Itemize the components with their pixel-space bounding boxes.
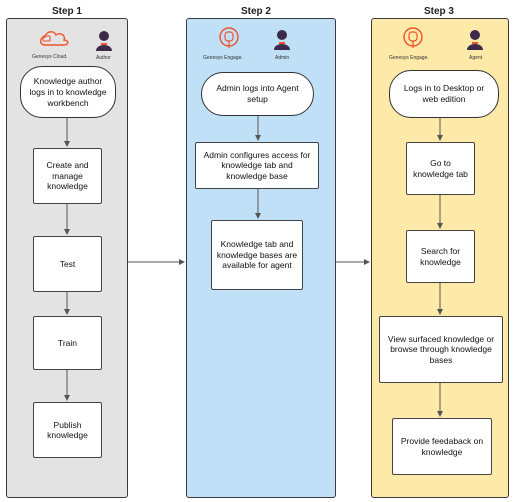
step-1-title: Step 1: [51, 6, 82, 17]
step-2-title: Step 2: [240, 6, 271, 17]
search-for-knowledge-box: Search for knowledge: [406, 230, 475, 283]
agent-avatar-icon: [467, 30, 483, 50]
knowledge-tab-available-box: Knowledge tab and knowledge bases are av…: [211, 220, 303, 290]
go-to-knowledge-tab-box: Go to knowledge tab: [406, 142, 475, 195]
author-avatar-icon: [96, 31, 112, 51]
view-surfaced-knowledge-box: View surfaced knowledge or browse throug…: [379, 316, 503, 383]
brand-label-3: Genesys Engage.: [389, 55, 429, 61]
step-3-title: Step 3: [423, 6, 454, 17]
provide-feedback-box: Provide feedaback on knowledge: [392, 418, 492, 475]
brand-label-1: Genesys Cloud.: [32, 54, 68, 60]
step-3-start-node: Logs in to Desktop or web edition: [389, 70, 499, 118]
role-label-admin: Admin: [275, 55, 290, 61]
brand-label-2: Genesys Engage.: [203, 55, 243, 61]
admin-avatar-icon: [274, 30, 290, 50]
role-label-author: Author: [96, 55, 111, 61]
genesys-engage-logo-icon: [219, 27, 239, 48]
step-2-start-node: Admin logs into Agent setup: [201, 72, 314, 116]
publish-knowledge-box: Publish knowledge: [33, 402, 102, 458]
step-1-start-node: Knowledge author logs in to knowledge wo…: [20, 66, 116, 118]
genesys-cloud-logo-icon: [39, 31, 69, 46]
train-box: Train: [33, 316, 102, 370]
create-manage-knowledge-box: Create and manage knowledge: [33, 148, 102, 204]
admin-configures-access-box: Admin configures access for knowledge ta…: [195, 142, 319, 189]
genesys-engage-logo-icon: [403, 27, 423, 48]
test-box: Test: [33, 236, 102, 292]
role-label-agent: Agent: [469, 55, 483, 61]
